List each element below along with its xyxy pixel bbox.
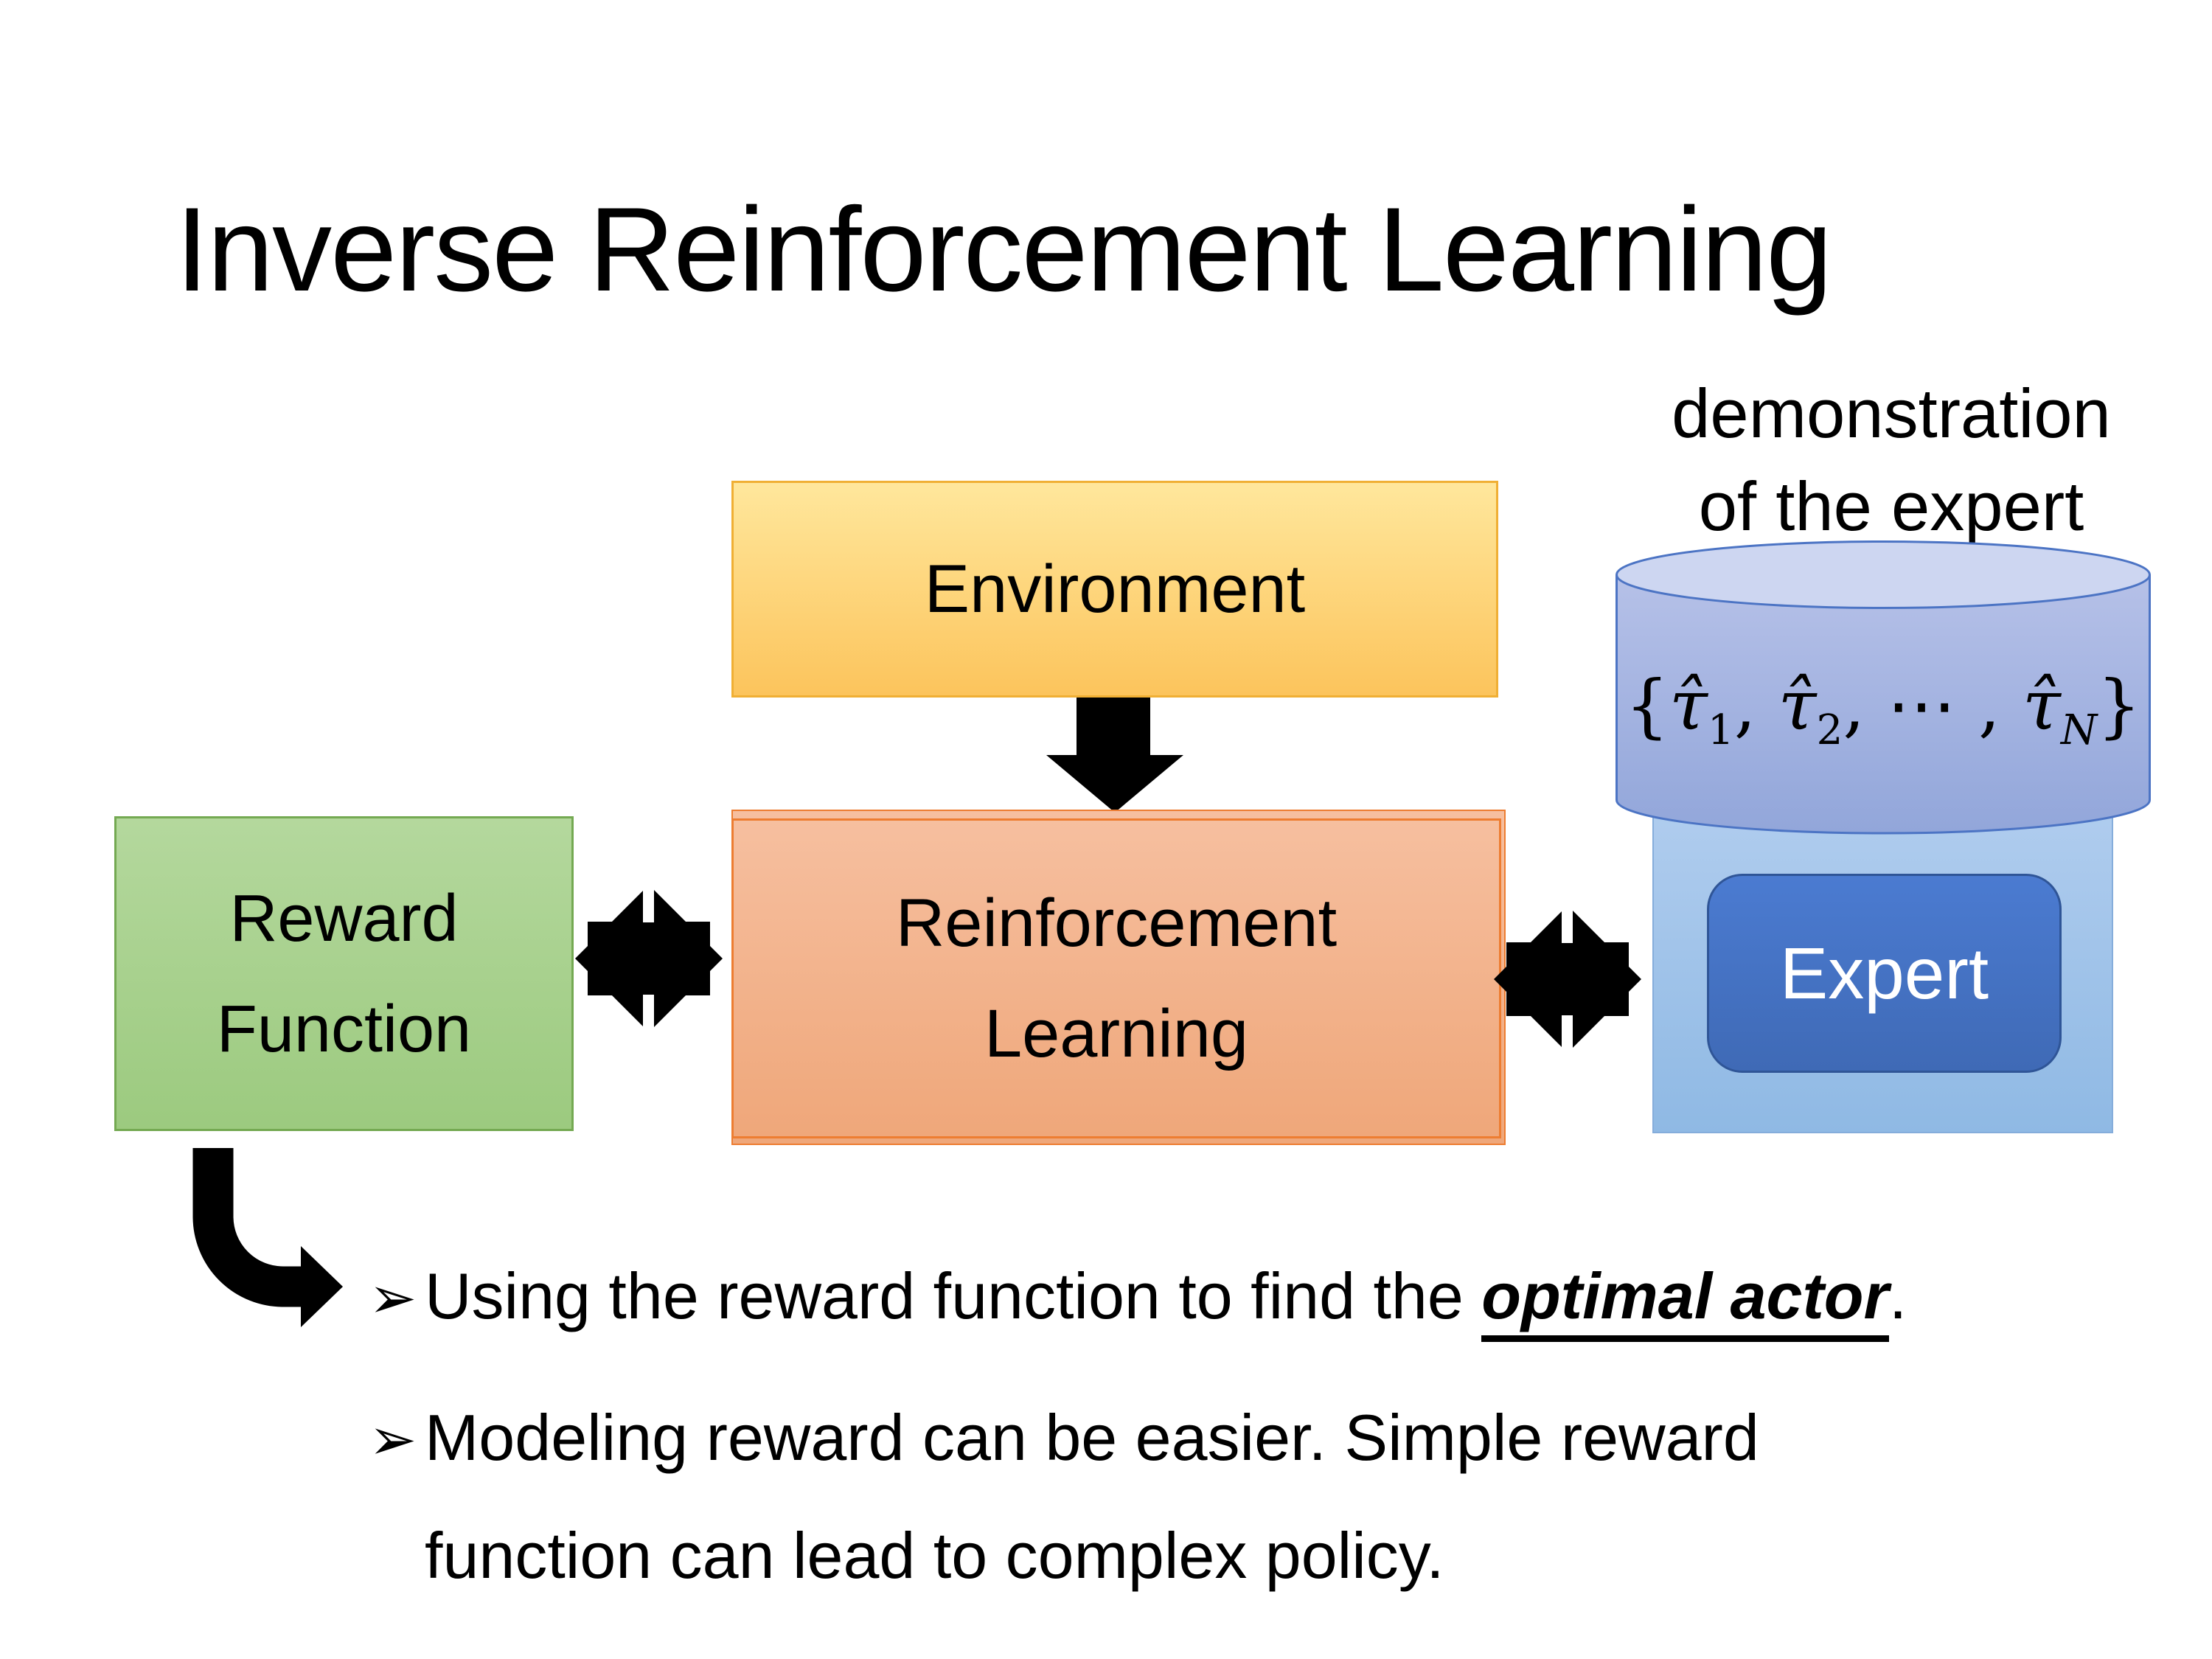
bullet-arrow-icon: ➢ <box>369 1407 417 1472</box>
bullet-1-before: Using the reward function to find the <box>425 1259 1482 1332</box>
subscript-n: N <box>2060 706 2098 754</box>
bullet-item-2: ➢ Modeling reward can be easier. Simple … <box>369 1379 1843 1615</box>
environment-box: Environment <box>731 481 1498 698</box>
reward-function-label-line2: Function <box>216 992 472 1066</box>
double-arrow-icon-right <box>1494 905 1641 1053</box>
tau-hat-2: τ̂ <box>1778 666 1817 746</box>
expert-box: Expert <box>1707 874 2062 1073</box>
database-cylinder-icon <box>1615 540 2151 835</box>
double-arrow-icon-left <box>575 885 723 1032</box>
formula-close-brace: } <box>2097 666 2141 746</box>
reinforcement-learning-box: Reinforcement Learning <box>731 818 1501 1138</box>
subscript-2: 2 <box>1816 706 1843 754</box>
bullet-item-1: ➢ Using the reward function to find the … <box>369 1237 1991 1355</box>
reinforcement-learning-label-line2: Learning <box>984 996 1249 1071</box>
bullet-arrow-icon: ➢ <box>369 1265 417 1330</box>
down-arrow-icon <box>1046 698 1183 813</box>
demonstration-label: demonstration of the expert <box>1578 367 2205 553</box>
page-title: Inverse Reinforcement Learning <box>175 183 1832 316</box>
formula-open-brace: { <box>1625 666 1669 746</box>
reward-function-box: Reward Function <box>114 816 574 1131</box>
demonstration-label-line1: demonstration <box>1672 375 2111 452</box>
tau-hat-1: τ̂ <box>1669 666 1708 746</box>
optimal-actor-emphasis: optimal actor <box>1481 1259 1889 1342</box>
environment-label: Environment <box>924 551 1306 627</box>
formula-comma-1: , <box>1733 666 1778 746</box>
demonstration-label-line2: of the expert <box>1698 467 2084 545</box>
reinforcement-learning-label-line1: Reinforcement <box>895 886 1338 961</box>
trajectory-set-formula: {τ̂1, τ̂2, ⋯ , τ̂N} <box>1615 662 2151 751</box>
bullet-1-text: Using the reward function to find the op… <box>425 1237 1991 1355</box>
bullet-2-line: Modeling reward can be easier. Simple re… <box>425 1401 1759 1592</box>
bent-arrow-icon <box>192 1148 343 1327</box>
reward-function-label-line1: Reward <box>229 881 459 956</box>
formula-dots: , ⋯ , <box>1843 666 2023 746</box>
expert-label: Expert <box>1779 932 1989 1014</box>
subscript-1: 1 <box>1707 706 1734 754</box>
bullet-1-after: . <box>1888 1259 1907 1332</box>
tau-hat-n: τ̂ <box>2022 666 2061 746</box>
bullet-2-text: Modeling reward can be easier. Simple re… <box>425 1379 1843 1615</box>
